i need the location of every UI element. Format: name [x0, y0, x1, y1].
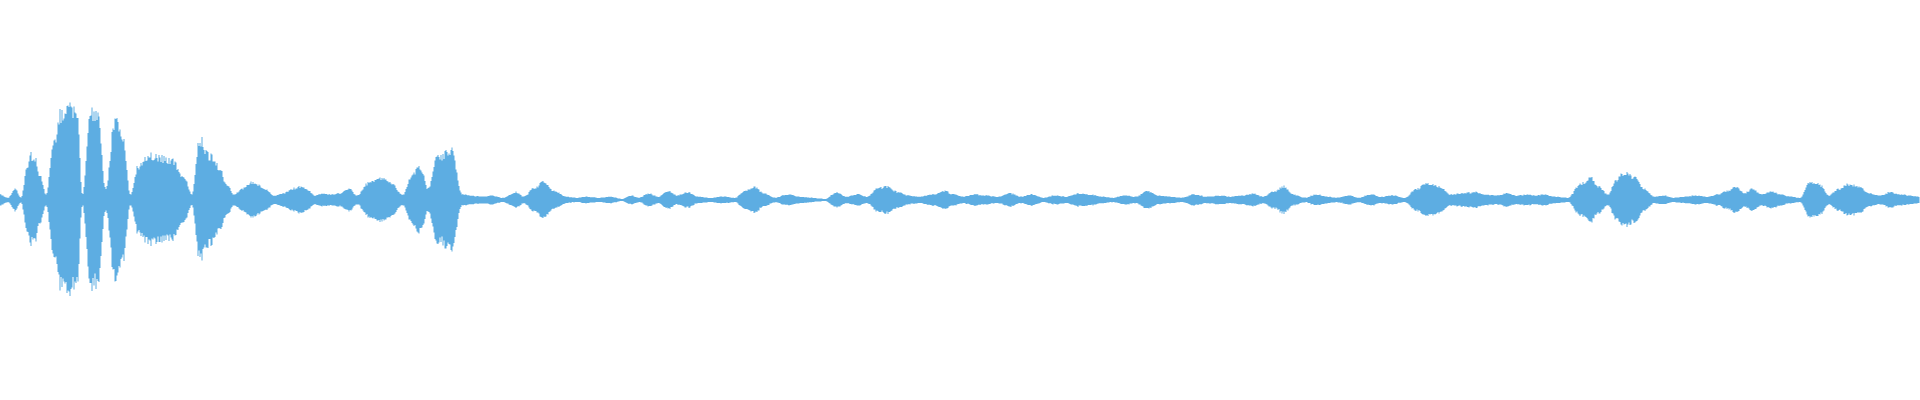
waveform-channel — [0, 102, 1920, 297]
